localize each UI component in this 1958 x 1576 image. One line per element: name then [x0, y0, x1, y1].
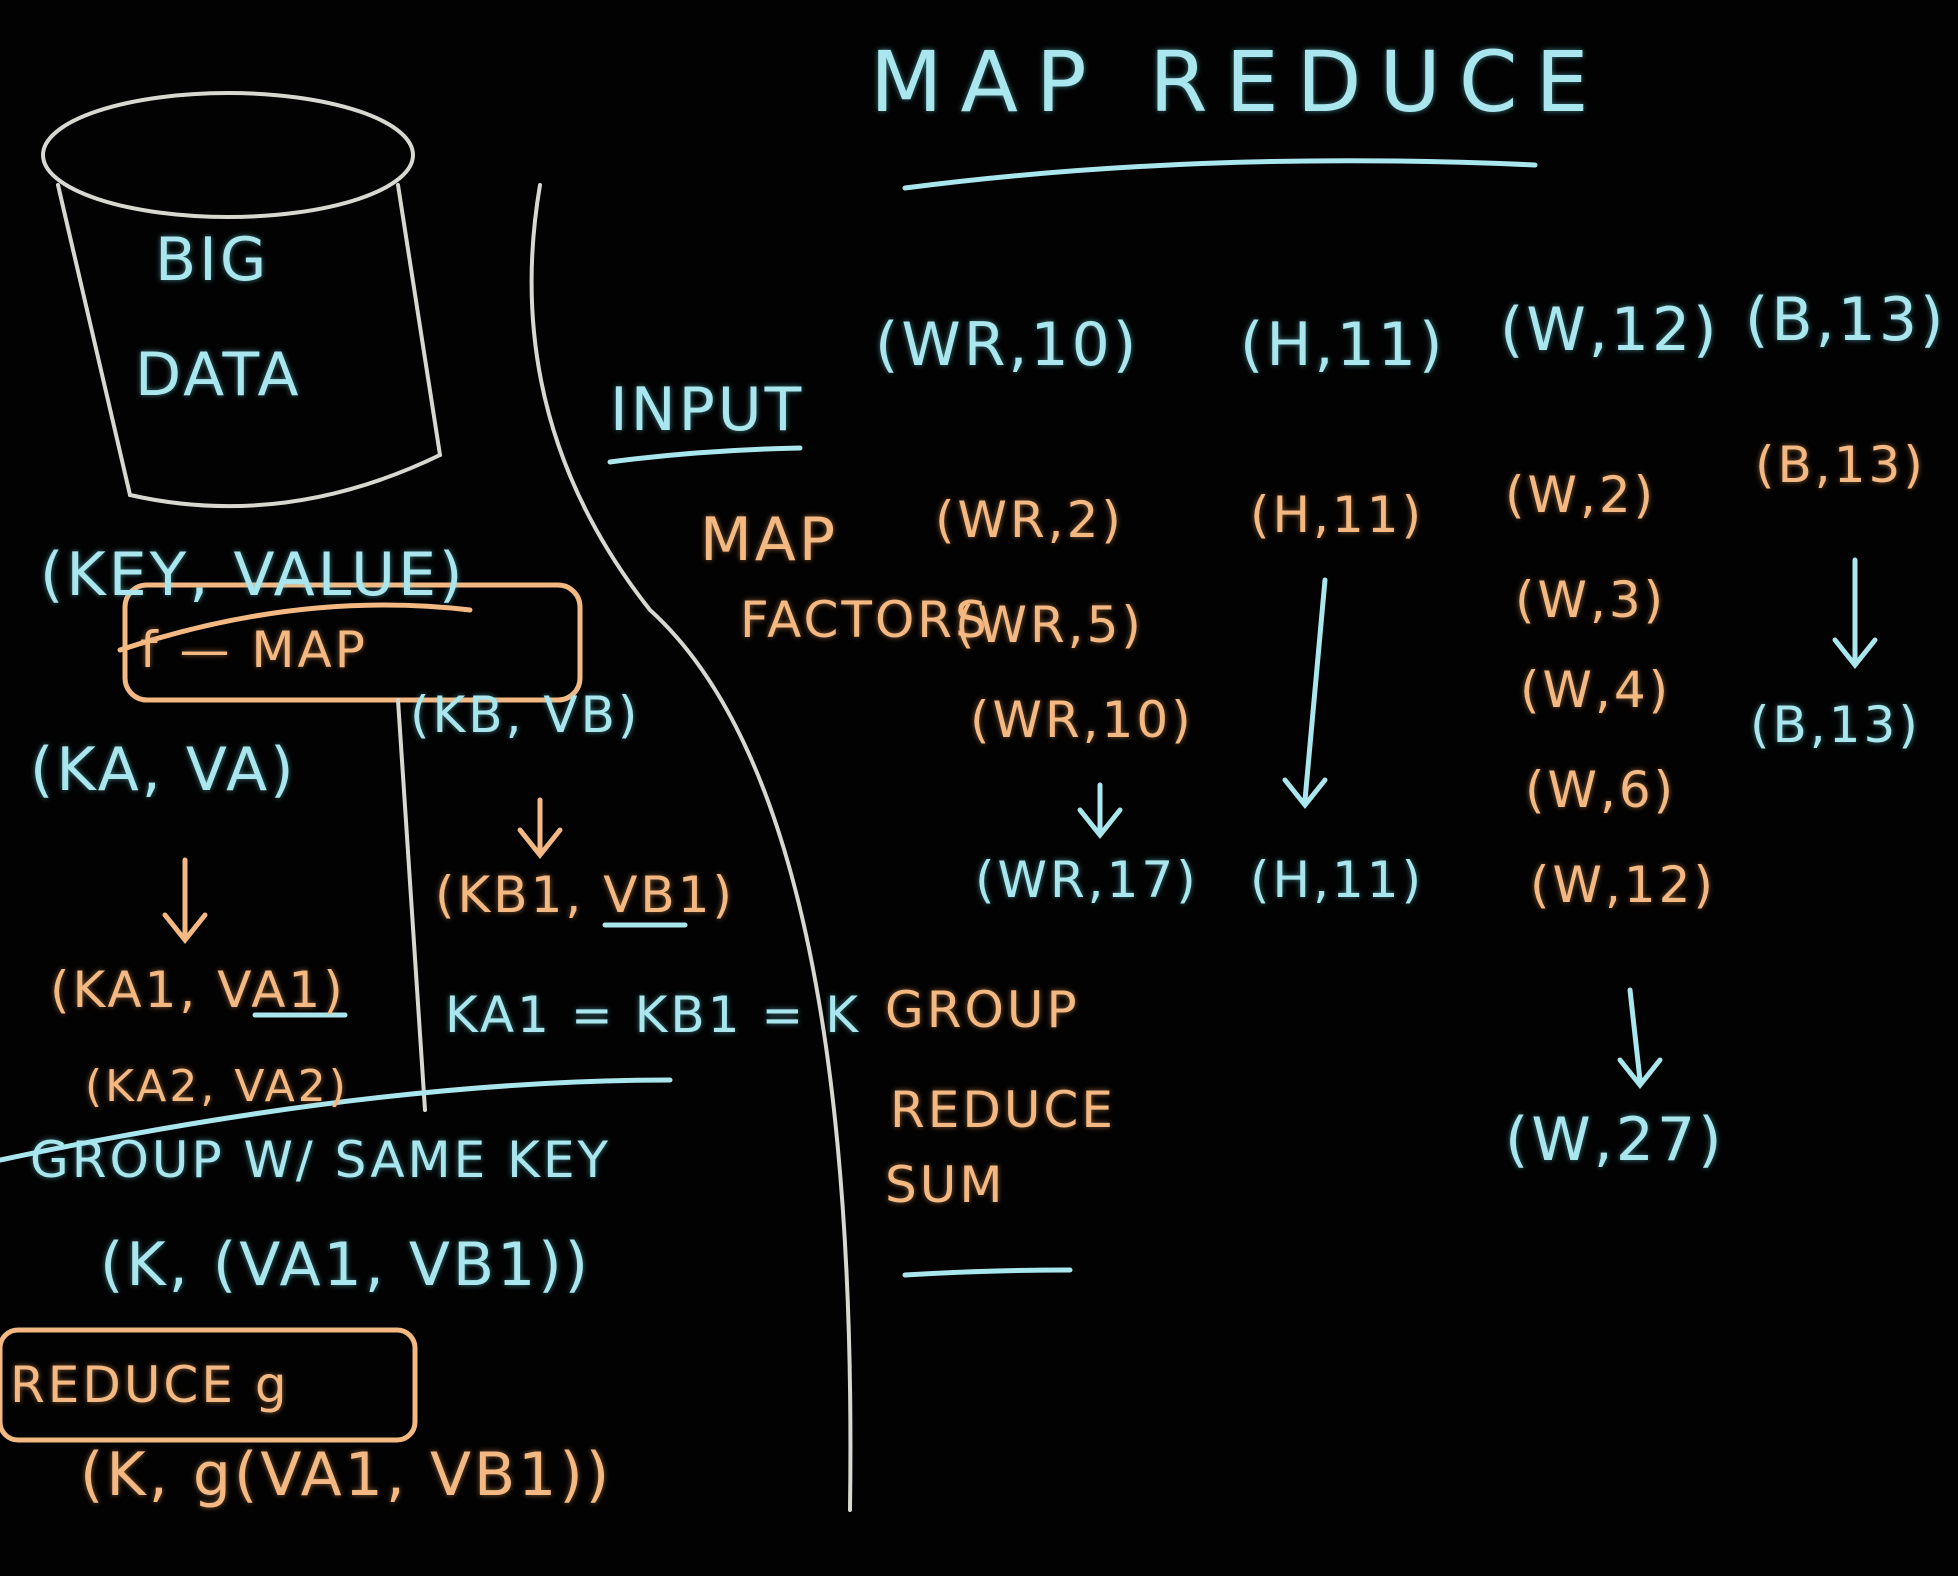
- sum-underline: [902, 1267, 1073, 1278]
- sum-label: SUM: [885, 1156, 1006, 1214]
- map-label: MAP: [700, 505, 838, 575]
- inner-divider: [396, 698, 427, 1112]
- input-item-h: (H,11): [1240, 310, 1446, 380]
- w-map-2: (W,3): [1515, 571, 1667, 629]
- page-title: MAP REDUCE: [870, 33, 1607, 131]
- w-map-4: (W,6): [1525, 761, 1677, 819]
- wr-map-3: (WR,10): [970, 691, 1194, 749]
- wr-result: (WR,17): [975, 851, 1199, 909]
- data-label: DATA: [135, 340, 302, 410]
- cylinder-sides: [56, 183, 442, 497]
- cylinder-bottom: [128, 453, 442, 509]
- h-map: (H,11): [1250, 486, 1425, 544]
- input-underline: [607, 445, 803, 465]
- arrow-ka: [162, 857, 208, 945]
- key-value-label: (KEY, VALUE): [40, 540, 466, 610]
- input-item-b: (B,13): [1745, 285, 1947, 355]
- reduce-label: REDUCE: [890, 1081, 1116, 1139]
- k-g-result: (K, g(VA1, VB1)): [80, 1440, 613, 1510]
- cylinder-top: [41, 91, 415, 219]
- ka-va-pair: (KA, VA): [30, 735, 297, 805]
- wr-map-1: (WR,2): [935, 491, 1124, 549]
- h-result: (H,11): [1250, 851, 1425, 909]
- b-result: (B,13): [1750, 696, 1921, 754]
- center-divider: [529, 183, 853, 1512]
- input-item-w: (W,12): [1500, 295, 1720, 365]
- w-result: (W,27): [1505, 1105, 1725, 1175]
- k-pair: (K, (VA1, VB1)): [100, 1230, 592, 1300]
- w-map-3: (W,4): [1520, 661, 1672, 719]
- group-separator: [0, 1077, 673, 1163]
- arrow-h: [1282, 577, 1328, 810]
- reduce-g-label: REDUCE g: [10, 1356, 290, 1414]
- wr-map-2: (WR,5): [955, 596, 1144, 654]
- group-label: GROUP: [885, 981, 1080, 1039]
- w-map-1: (W,2): [1505, 466, 1657, 524]
- input-item-wr: (WR,10): [875, 310, 1140, 380]
- reduce-function-box: [0, 1327, 418, 1443]
- arrow-w: [1617, 987, 1663, 1090]
- key-value-strike: [117, 602, 473, 653]
- title-underline: [902, 158, 1538, 191]
- map-function-box: [122, 582, 583, 703]
- ka1-va1-pair: (KA1, VA1): [50, 961, 346, 1019]
- arrow-kb: [517, 797, 563, 860]
- equal-keys-note: KA1 = KB1 = K: [445, 986, 861, 1044]
- big-label: BIG: [155, 225, 270, 295]
- w-map-5: (W,12): [1530, 856, 1716, 914]
- input-label: INPUT: [610, 375, 805, 445]
- factors-label: FACTORS: [740, 591, 990, 649]
- kb1-vb1-pair: (KB1, VB1): [435, 866, 736, 924]
- f-map-label: f — MAP: [140, 621, 368, 679]
- arrow-b: [1832, 557, 1878, 670]
- arrow-wr: [1077, 782, 1123, 840]
- kb-vb-pair: (KB, VB): [410, 686, 641, 744]
- group-same-key-label: GROUP W/ SAME KEY: [30, 1131, 612, 1189]
- ka2-va2-pair: (KA2, VA2): [85, 1061, 349, 1112]
- b-map: (B,13): [1755, 436, 1926, 494]
